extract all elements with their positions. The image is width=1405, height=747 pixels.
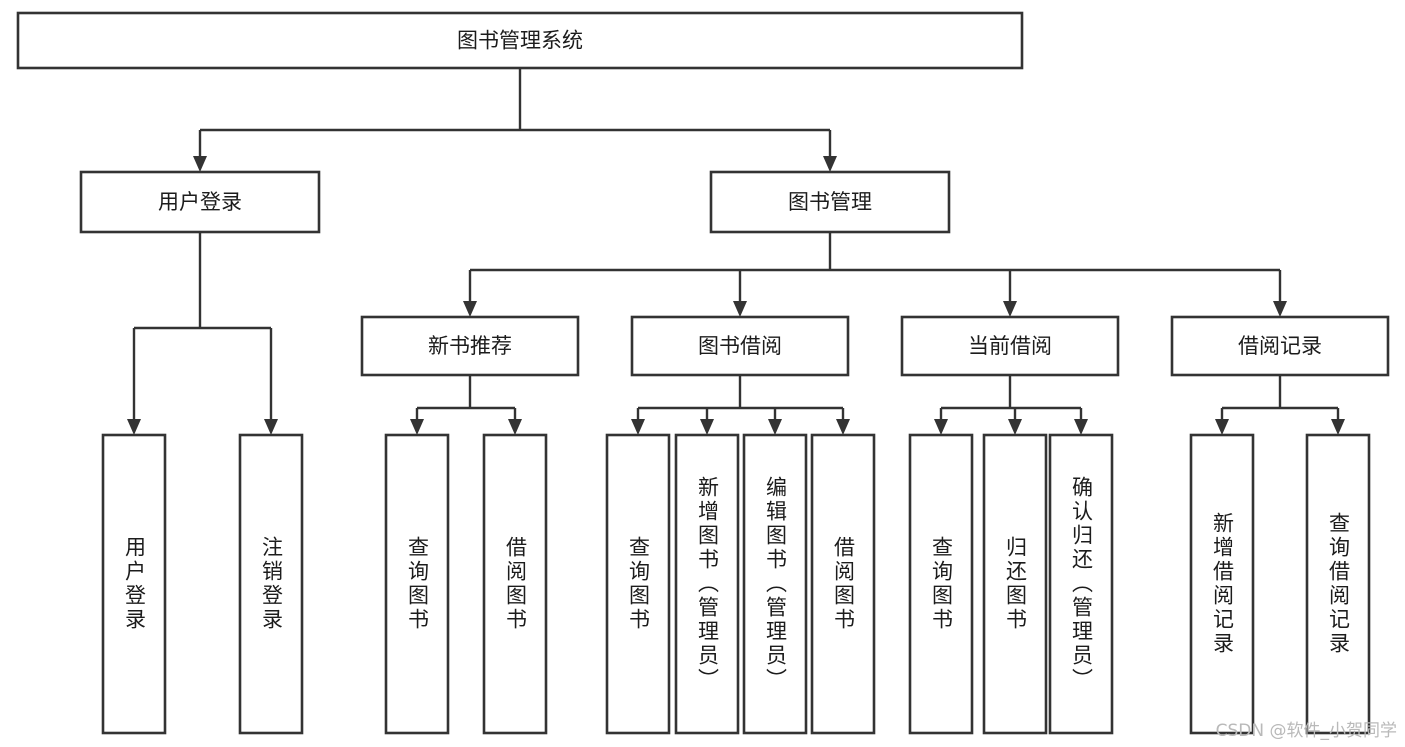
node-box-leaf-user-login[interactable] [101, 433, 167, 735]
node-label-book-manage: 图书管理 [788, 190, 872, 214]
node-box-current-borrow[interactable] [900, 315, 1120, 377]
arrowhead-icon [836, 419, 850, 435]
arrowhead-icon [768, 419, 782, 435]
node-box-leaf-query-book-rec[interactable] [384, 433, 450, 735]
node-box-book-manage[interactable] [709, 170, 951, 234]
arrowhead-icon [1273, 301, 1287, 317]
arrowhead-icon [631, 419, 645, 435]
node-box-borrow-record[interactable] [1170, 315, 1390, 377]
node-label-user-login: 用户登录 [158, 190, 242, 214]
arrowhead-icon [934, 419, 948, 435]
arrowhead-icon [733, 301, 747, 317]
node-box-leaf-confirm-return[interactable] [1048, 433, 1114, 735]
watermark-text: CSDN @软件_小贺同学 [1215, 721, 1397, 741]
arrowhead-icon [463, 301, 477, 317]
arrowhead-icon [1331, 419, 1345, 435]
node-label-root: 图书管理系统 [457, 29, 583, 53]
arrowhead-icon [700, 419, 714, 435]
arrowhead-icon [1008, 419, 1022, 435]
node-box-book-borrow[interactable] [630, 315, 850, 377]
node-box-leaf-query-book-cb[interactable] [908, 433, 974, 735]
edges-layer [127, 68, 1345, 435]
node-box-leaf-return-book[interactable] [982, 433, 1048, 735]
arrowhead-icon [264, 419, 278, 435]
arrowhead-icon [1074, 419, 1088, 435]
node-box-user-login[interactable] [79, 170, 321, 234]
node-box-leaf-query-book-bb[interactable] [605, 433, 671, 735]
arrowhead-icon [127, 419, 141, 435]
node-box-leaf-borrow-book-bb[interactable] [810, 433, 876, 735]
node-box-new-book-rec[interactable] [360, 315, 580, 377]
arrowhead-icon [823, 156, 837, 172]
node-box-leaf-add-book[interactable] [674, 433, 740, 735]
node-label-current-borrow: 当前借阅 [968, 334, 1052, 358]
arrowhead-icon [410, 419, 424, 435]
node-box-leaf-add-record[interactable] [1189, 433, 1255, 735]
node-label-new-book-rec: 新书推荐 [428, 334, 512, 358]
node-box-leaf-borrow-book-rec[interactable] [482, 433, 548, 735]
arrowhead-icon [1215, 419, 1229, 435]
node-box-leaf-logout[interactable] [238, 433, 304, 735]
arrowhead-icon [1003, 301, 1017, 317]
node-label-book-borrow: 图书借阅 [698, 334, 782, 358]
node-box-leaf-edit-book[interactable] [742, 433, 808, 735]
node-label-borrow-record: 借阅记录 [1238, 334, 1322, 358]
arrowhead-icon [193, 156, 207, 172]
node-box-root[interactable] [16, 11, 1024, 70]
arrowhead-icon [508, 419, 522, 435]
node-box-leaf-query-record[interactable] [1305, 433, 1371, 735]
